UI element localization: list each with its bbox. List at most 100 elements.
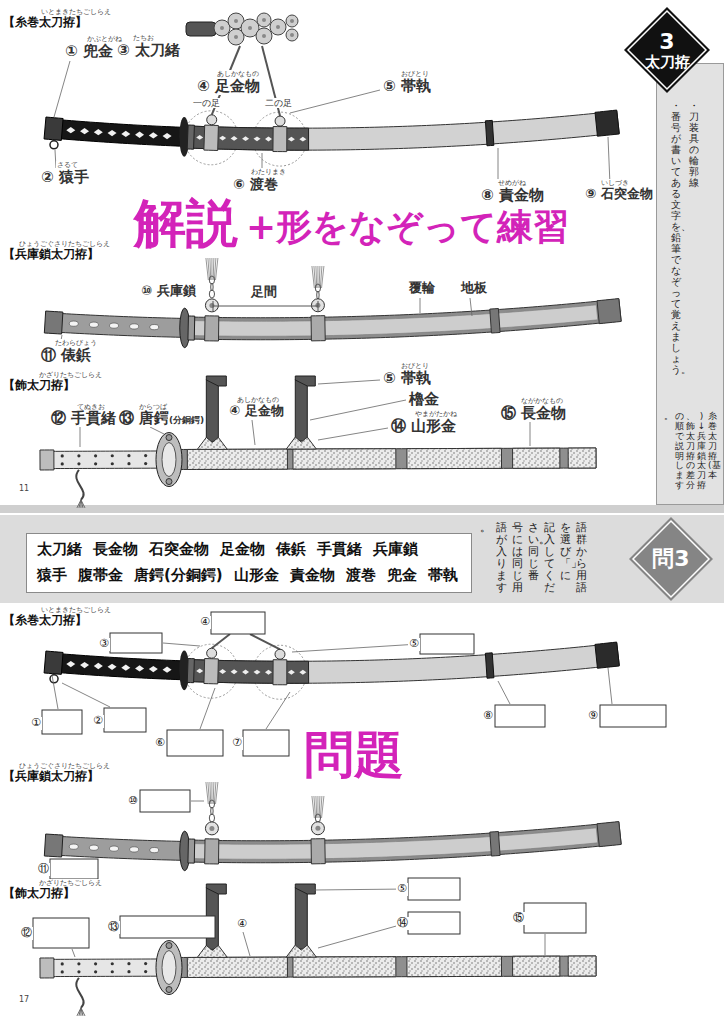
part-label: ③ 太刀緒 <box>116 42 181 59</box>
tawara-byo <box>89 845 98 850</box>
text-column: )↓兵庫鎖太刀拵 <box>697 412 706 491</box>
wrap-diamond <box>196 668 203 673</box>
leader-line <box>191 801 204 802</box>
hilt-diamond <box>66 661 75 667</box>
word-choice: 手貫緒 <box>317 541 362 558</box>
tassel <box>211 782 212 804</box>
tachio-knot <box>286 29 298 41</box>
kanamono <box>513 956 560 976</box>
leader-line <box>200 688 215 729</box>
part-label: 覆輪 <box>408 281 436 296</box>
page-number: 11 <box>18 484 30 493</box>
part-label: ⑮ 長金物 <box>500 405 567 422</box>
furigana: たわらびょう <box>54 339 98 347</box>
furigana: おびとり <box>400 70 430 78</box>
sarute <box>50 675 58 683</box>
hilt-diamond <box>94 129 103 135</box>
part-label: (分銅鍔) <box>168 415 205 425</box>
karatsuba-knob <box>166 987 172 993</box>
tawara-byo <box>111 462 114 465</box>
kanamono <box>293 957 396 977</box>
leader-line <box>52 675 58 709</box>
yamagata-kane <box>197 945 227 957</box>
section-heading: 【飾太刀拵】 <box>2 379 76 393</box>
word-choice: 腹帯金 <box>78 567 123 584</box>
strap-hook <box>206 376 226 386</box>
tachio-knot-dot <box>234 35 238 39</box>
badge-text: 3 <box>659 29 674 54</box>
part-label: 地板 <box>460 281 488 296</box>
wrap-diamond <box>219 136 226 141</box>
word-choice: 足金物 <box>220 541 265 558</box>
itomaki-tachi <box>44 13 619 166</box>
cord <box>250 634 280 649</box>
tachio-knot <box>256 28 272 44</box>
tenuki-o-tassel <box>81 500 85 508</box>
chain-plate <box>311 822 324 835</box>
tenuki-o-tassel <box>79 500 81 508</box>
callout-number: ④ <box>199 616 211 629</box>
wrap-diamond <box>242 136 249 141</box>
header-band: 太刀緒長金物石突金物足金物俵鋲手貫緒兵庫鎖猿手腹帯金唐鍔(分銅鍔)山形金責金物渡… <box>0 515 724 603</box>
answer-box <box>408 912 460 934</box>
furigana: あしかなもの <box>216 70 260 78</box>
itomaki-tachi <box>44 634 619 699</box>
strap-hook <box>295 376 315 386</box>
section-heading: 【糸巻太刀拵】 <box>2 614 88 628</box>
tassel <box>211 258 212 280</box>
callout-number: ⑧ <box>482 710 494 723</box>
wrap-diamond <box>265 137 272 142</box>
span-bracket <box>213 301 318 311</box>
diamond-inner-line <box>633 521 709 597</box>
part-label: ⑫ 手貫緒 <box>50 410 117 427</box>
bracket-tick <box>318 301 319 311</box>
furigana: かざりたちごしらえ <box>38 371 103 379</box>
leader-line <box>530 422 531 446</box>
karatsuba <box>156 941 182 995</box>
tawara-byo <box>127 962 130 965</box>
vertical-text: 糸巻太刀拵(基本)↓兵庫鎖太刀拵、飾太刀拵の差分の順で説明します。 <box>664 412 717 491</box>
wrap-diamond <box>231 669 238 674</box>
part-label: 足間 <box>250 285 278 300</box>
kabutogane <box>44 834 63 857</box>
tachio-knot-dot <box>234 19 238 23</box>
text-column: 、飾太刀拵の差分 <box>686 412 695 491</box>
word-choice: 長金物 <box>93 541 138 558</box>
overlay-caption: 解説 <box>133 194 239 254</box>
furigana: ひょうごぐさりたちごしらえ <box>18 240 111 248</box>
tassel <box>314 796 316 818</box>
hilt-diamond <box>80 662 89 668</box>
leader-line <box>80 427 81 447</box>
kanamono <box>513 448 560 468</box>
chain-plate-center <box>209 303 214 308</box>
tawara-byo <box>61 962 64 965</box>
part-label: ⑨ 石突金物 <box>584 187 654 202</box>
answer-box <box>42 710 82 734</box>
tassel <box>314 266 316 288</box>
obitori-strap <box>295 380 307 441</box>
callout-number: ③ <box>98 638 110 651</box>
tawara-byo <box>69 844 78 849</box>
tawara-byo <box>94 962 97 965</box>
hilt <box>51 451 159 469</box>
tenuki-o <box>76 470 83 500</box>
answer-box <box>140 790 190 812</box>
tachio-knot-dot <box>290 19 294 23</box>
kazari-tachi <box>40 884 596 1016</box>
text-column: 語群から用語 <box>576 522 587 595</box>
fukurin <box>189 822 622 863</box>
part-label: ⑬ 唐鍔 <box>118 410 170 427</box>
chain-link <box>209 290 214 298</box>
tenuki-o-tassel <box>77 1008 81 1016</box>
kanamono <box>407 448 502 468</box>
leader-line <box>318 923 407 948</box>
furigana: かざりたちごしらえ <box>38 879 103 887</box>
text-column: 語が入ります <box>496 522 507 595</box>
hilt-diamond <box>121 665 130 671</box>
leader-line <box>243 932 250 956</box>
tassel <box>317 796 318 818</box>
hilt-diamond <box>163 133 172 139</box>
karatsuba-inner <box>162 951 176 985</box>
word-choice: 太刀緒 <box>37 541 82 558</box>
